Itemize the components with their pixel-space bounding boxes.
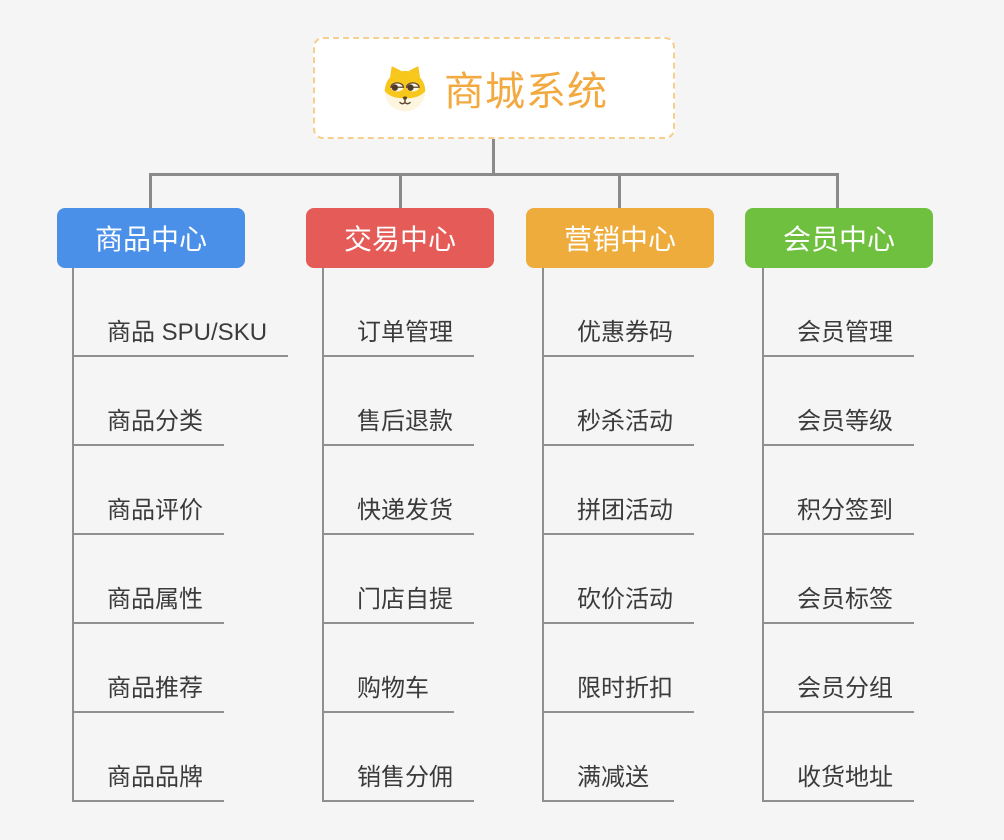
- leaf-node[interactable]: 商品分类: [74, 357, 224, 446]
- leaf-node[interactable]: 订单管理: [324, 268, 474, 357]
- leaf-node[interactable]: 快递发货: [324, 446, 474, 535]
- leaf-label: 秒杀活动: [577, 408, 673, 435]
- leaf-node[interactable]: 会员标签: [764, 535, 914, 624]
- leaf-label: 砍价活动: [577, 586, 673, 613]
- leaf-label: 满减送: [577, 764, 649, 791]
- leaf-node[interactable]: 会员等级: [764, 357, 914, 446]
- leaf-node[interactable]: 限时折扣: [544, 624, 694, 713]
- root-title: 商城系统: [444, 70, 608, 114]
- leaf-node[interactable]: 商品评价: [74, 446, 224, 535]
- connector-root-stem: [492, 139, 495, 175]
- leaf-node[interactable]: 砍价活动: [544, 535, 694, 624]
- connector-horizontal-bar: [149, 173, 839, 176]
- leaf-node[interactable]: 商品品牌: [74, 713, 224, 802]
- leaf-label: 会员分组: [797, 675, 893, 702]
- leaf-label: 积分签到: [797, 497, 893, 524]
- leaf-label: 销售分佣: [357, 764, 453, 791]
- leaf-label: 购物车: [357, 675, 429, 702]
- leaf-label: 商品属性: [107, 586, 203, 613]
- connector-drop-member: [836, 175, 839, 208]
- leaf-node[interactable]: 商品 SPU/SKU: [74, 268, 289, 357]
- leaf-node[interactable]: 收货地址: [764, 713, 914, 802]
- leaf-node[interactable]: 商品属性: [74, 535, 224, 624]
- branch-node-product-center[interactable]: 商品中心: [57, 208, 245, 268]
- leaf-label: 门店自提: [357, 586, 453, 613]
- leaf-label: 商品评价: [107, 497, 203, 524]
- leaf-label: 售后退款: [357, 408, 453, 435]
- leaf-node[interactable]: 拼团活动: [544, 446, 694, 535]
- leaf-label: 订单管理: [357, 319, 453, 346]
- leaf-node[interactable]: 会员管理: [764, 268, 914, 357]
- branch-node-marketing-center[interactable]: 营销中心: [526, 208, 714, 268]
- branch-children-trade-center: 订单管理 售后退款 快递发货 门店自提 购物车 销售分佣: [322, 268, 474, 802]
- branch-children-marketing-center: 优惠券码 秒杀活动 拼团活动 砍价活动 限时折扣 满减送: [542, 268, 694, 802]
- leaf-node[interactable]: 优惠券码: [544, 268, 694, 357]
- leaf-node[interactable]: 积分签到: [764, 446, 914, 535]
- branch-children-product-center: 商品 SPU/SKU 商品分类 商品评价 商品属性 商品推荐 商品品牌: [72, 268, 289, 802]
- leaf-node[interactable]: 秒杀活动: [544, 357, 694, 446]
- leaf-node[interactable]: 售后退款: [324, 357, 474, 446]
- leaf-node[interactable]: 商品推荐: [74, 624, 224, 713]
- connector-drop-trade: [399, 175, 402, 208]
- leaf-label: 商品推荐: [107, 675, 203, 702]
- leaf-label: 商品分类: [107, 408, 203, 435]
- leaf-label: 商品 SPU/SKU: [107, 319, 268, 346]
- leaf-label: 优惠券码: [577, 319, 673, 346]
- connector-drop-marketing: [618, 175, 621, 208]
- leaf-label: 限时折扣: [577, 675, 673, 702]
- root-node[interactable]: 商城系统: [313, 37, 675, 139]
- leaf-label: 会员等级: [797, 408, 893, 435]
- connector-drop-product: [149, 175, 152, 208]
- branch-node-trade-center[interactable]: 交易中心: [306, 208, 494, 268]
- leaf-node[interactable]: 满减送: [544, 713, 674, 802]
- leaf-label: 收货地址: [797, 764, 893, 791]
- leaf-node[interactable]: 购物车: [324, 624, 454, 713]
- leaf-node[interactable]: 会员分组: [764, 624, 914, 713]
- dog-face-icon: [380, 63, 430, 113]
- branch-node-member-center[interactable]: 会员中心: [745, 208, 933, 268]
- leaf-node[interactable]: 门店自提: [324, 535, 474, 624]
- leaf-node[interactable]: 销售分佣: [324, 713, 474, 802]
- leaf-label: 拼团活动: [577, 497, 673, 524]
- leaf-label: 商品品牌: [107, 764, 203, 791]
- leaf-label: 快递发货: [357, 497, 453, 524]
- leaf-label: 会员管理: [797, 319, 893, 346]
- leaf-label: 会员标签: [797, 586, 893, 613]
- branch-children-member-center: 会员管理 会员等级 积分签到 会员标签 会员分组 收货地址: [762, 268, 914, 802]
